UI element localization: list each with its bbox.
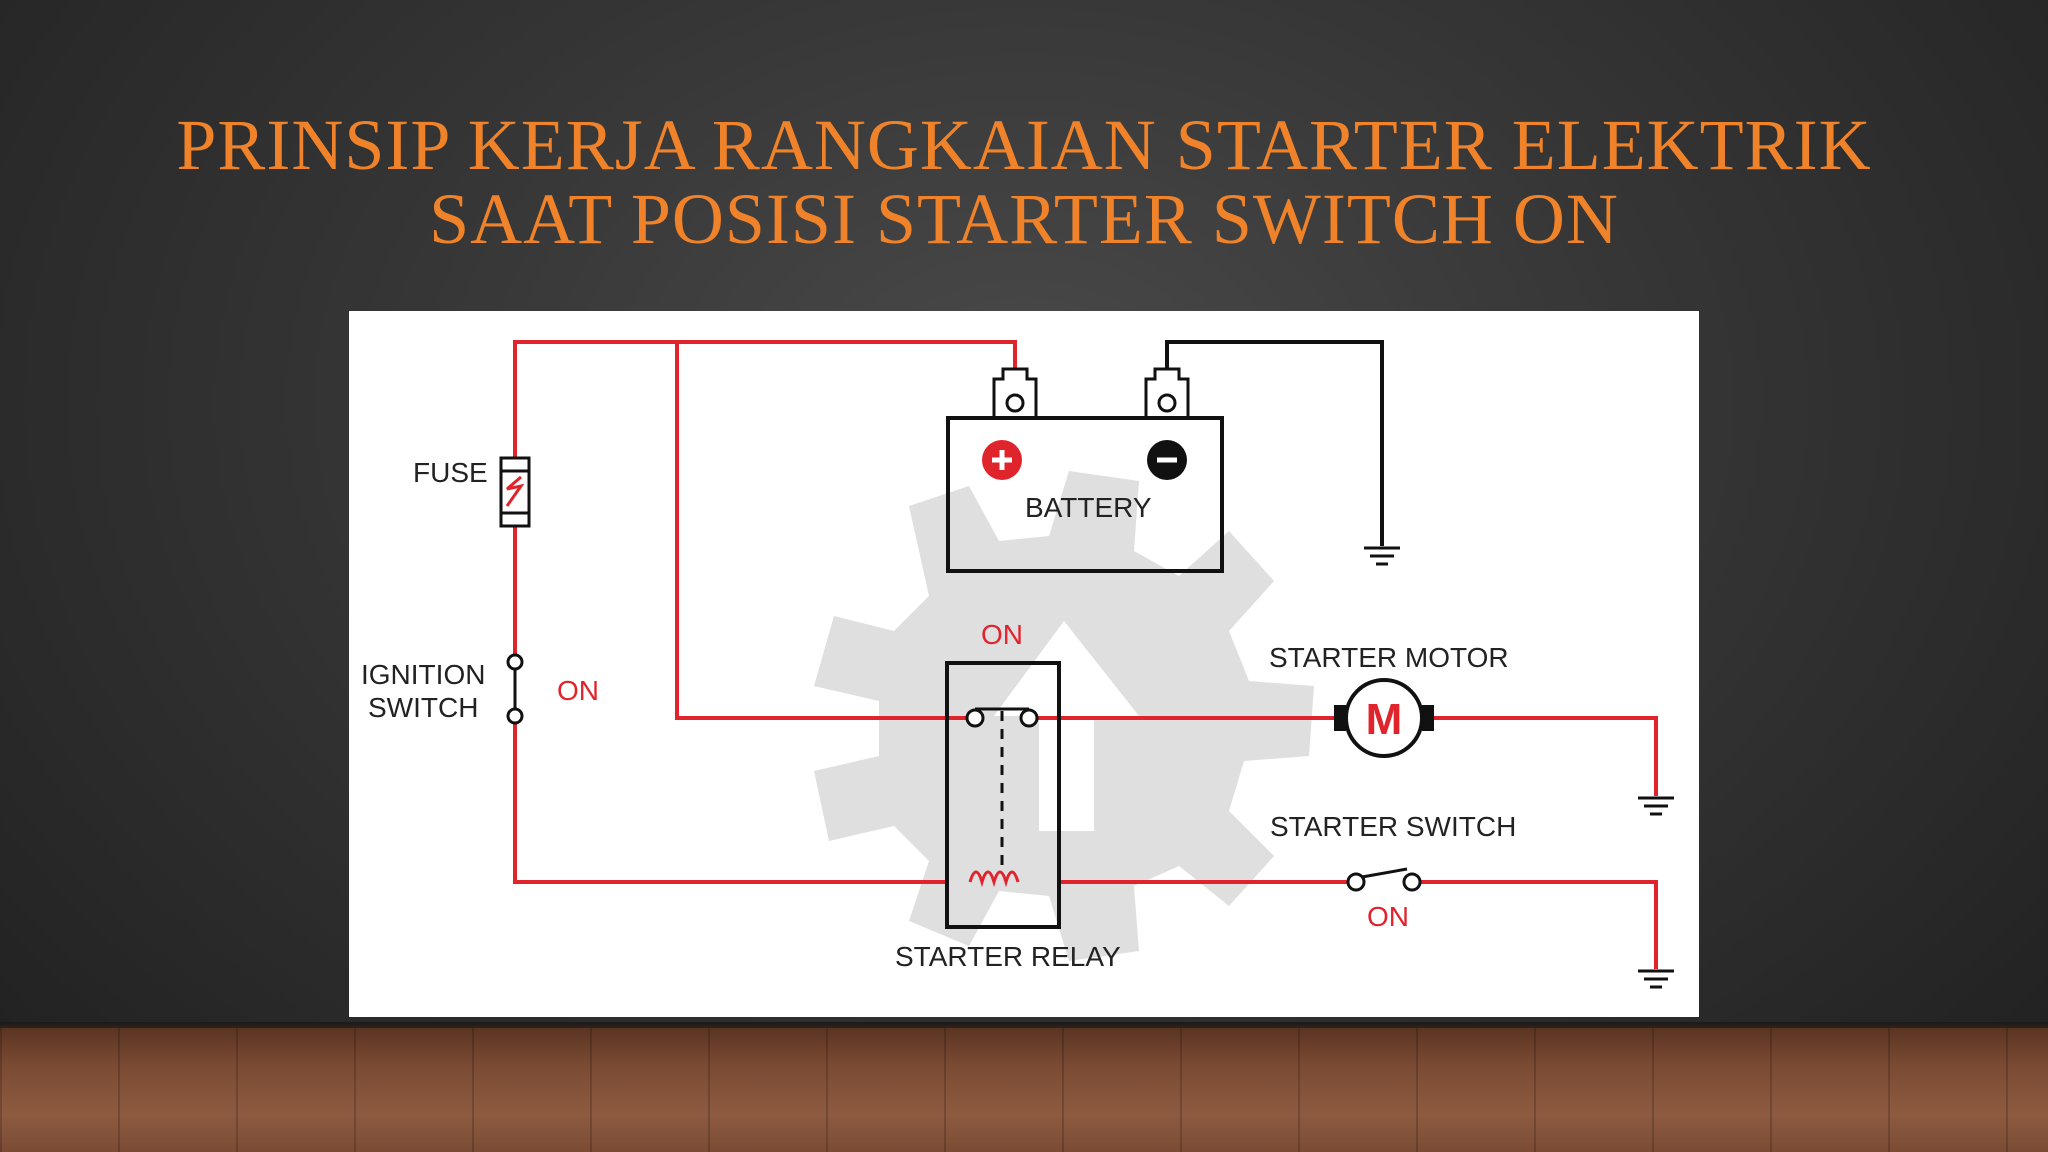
wooden-floor	[0, 1028, 2048, 1152]
ground-symbol-icon	[1638, 796, 1674, 816]
starter-relay-label: STARTER RELAY	[895, 941, 1121, 972]
ignition-switch-icon	[506, 653, 524, 725]
starter-relay-icon	[945, 661, 1061, 929]
ground-symbol-icon	[1638, 969, 1674, 989]
starter-switch-state-label: ON	[1367, 901, 1409, 932]
battery-label: BATTERY	[1025, 492, 1152, 523]
floor-edge	[0, 1022, 2048, 1030]
motor-symbol: M	[1366, 695, 1403, 744]
circuit-diagram-panel: FUSE IGNITION SWITCH ON BATTERY ON	[349, 311, 1699, 1017]
starter-switch-label: STARTER SWITCH	[1270, 811, 1516, 842]
starter-switch-icon	[1346, 867, 1422, 892]
ground-symbol-icon	[1364, 546, 1400, 566]
starter-motor-icon: M	[1334, 678, 1434, 758]
ground-wire	[1165, 340, 1384, 546]
ignition-state-label: ON	[557, 675, 599, 706]
watermark-gear-icon	[814, 471, 1314, 961]
ignition-label-line1: IGNITION	[361, 659, 485, 690]
fuse-icon	[499, 456, 531, 528]
fuse-label: FUSE	[413, 457, 488, 488]
starter-motor-label: STARTER MOTOR	[1269, 642, 1509, 673]
active-wires	[513, 340, 1658, 969]
relay-state-label: ON	[981, 619, 1023, 650]
battery-icon	[946, 367, 1224, 573]
slide-title: PRINSIP KERJA RANGKAIAN STARTER ELEKTRIK…	[176, 108, 1872, 259]
ignition-label-line2: SWITCH	[368, 692, 478, 723]
circuit-diagram: FUSE IGNITION SWITCH ON BATTERY ON	[361, 340, 1674, 989]
